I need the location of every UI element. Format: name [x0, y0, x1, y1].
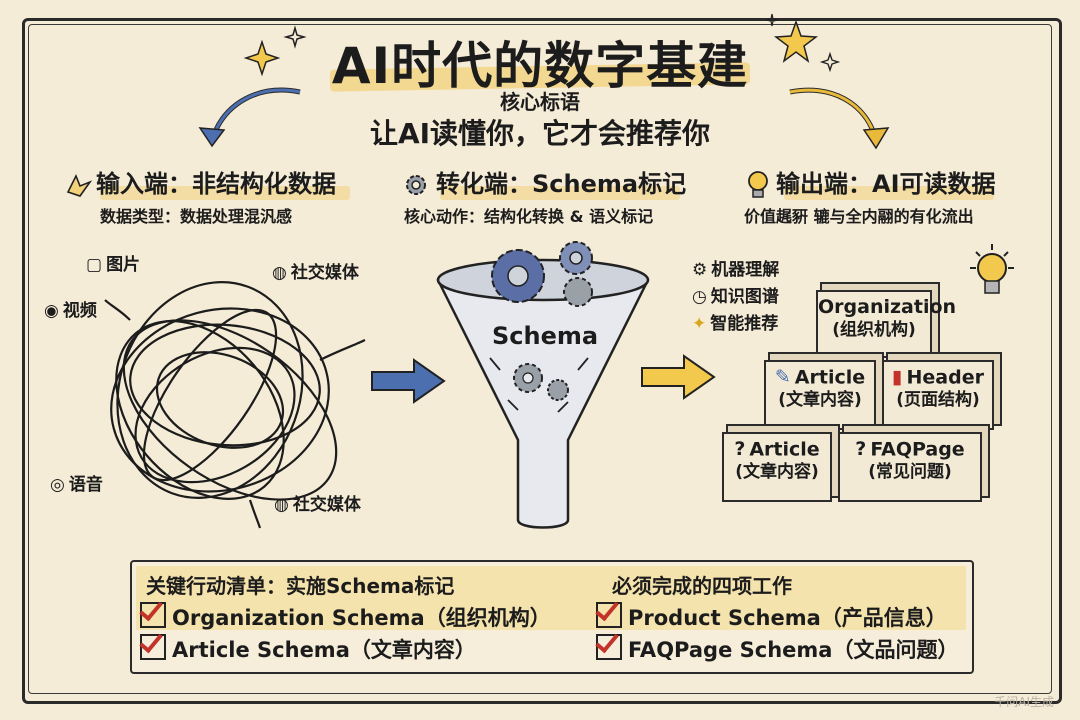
voice-icon: ◎ [50, 475, 65, 495]
slogan: 让AI读懂你，它才会推荐你 [369, 117, 711, 150]
label-video: ◉视频 [44, 301, 97, 321]
pencil-icon: ✎ [774, 366, 791, 388]
action-highlight [136, 566, 966, 630]
curved-arrow-left [198, 87, 301, 148]
clock-icon: ◷ [692, 287, 707, 307]
curved-arrow-right [789, 87, 890, 150]
data-scribble [104, 281, 366, 529]
label-recommend: ✦智能推荐 [692, 314, 779, 334]
image-icon: ▢ [86, 255, 103, 275]
action-item-4: FAQPage Schema（文品问题） [596, 634, 958, 664]
block-article-bottom: ?Article (文章内容) [722, 432, 832, 502]
lightbulb-icon [748, 171, 768, 198]
sparkle-icon [243, 25, 307, 77]
star-icon [765, 13, 841, 73]
funnel-label: Schema [492, 322, 599, 350]
block-organization: Organization(组织机构) [816, 290, 956, 358]
action-right-title: 必须完成的四项工作 [612, 574, 792, 598]
gear-icon [406, 175, 426, 195]
block-faqpage: ?FAQPage (常见问题) [838, 432, 982, 502]
label-social-bottom: ◍社交媒体 [274, 495, 361, 515]
block-article-top: ✎Article (文章内容) [764, 360, 876, 430]
lightbulb-icon [970, 244, 1014, 294]
gear-icon [491, 241, 593, 401]
checkbox-icon [596, 602, 622, 628]
transform-heading: 转化端：Schema标记 [400, 164, 686, 201]
book-icon: ▮ [892, 366, 903, 388]
question-icon: ? [855, 438, 867, 460]
action-item-2: Article Schema（文章内容） [140, 634, 476, 664]
outer-frame [22, 18, 1062, 704]
sparkle-icon [66, 174, 92, 197]
input-sub: 数据类型：数据处理混汎感 [100, 207, 293, 226]
output-heading: 输出端：AI可读数据 [744, 164, 996, 201]
question-icon: ? [734, 438, 746, 460]
social-icon: ◍ [274, 495, 289, 515]
action-left-title: 关键行动清单：实施Schema标记 [146, 574, 455, 598]
action-item-1: Organization Schema（组织机构） [140, 602, 551, 632]
block-header: ▮Header (页面结构) [882, 360, 994, 430]
watermark: 千问AI生成 [994, 695, 1054, 709]
output-sub: 价值趘豣 辘与全内翮的有化流出 [744, 207, 974, 226]
label-graph: ◷知识图谱 [692, 287, 779, 307]
input-heading: 输入端：非结构化数据 [62, 164, 336, 200]
label-voice: ◎语音 [50, 475, 103, 495]
robot-icon: ⚙ [692, 260, 708, 280]
arrow-to-funnel [371, 358, 446, 404]
schema-funnel [436, 241, 650, 529]
checkbox-icon [596, 634, 622, 660]
video-icon: ◉ [44, 301, 59, 321]
checkbox-icon [140, 634, 166, 660]
subtitle: 核心标语 [500, 90, 580, 114]
label-image: ▢图片 [86, 255, 141, 275]
transform-sub: 核心动作：结构化转换 & 语义标记 [404, 207, 654, 226]
label-social-top: ◍社交媒体 [272, 263, 359, 283]
action-item-3: Product Schema（产品信息） [596, 602, 947, 632]
arrow-to-output [641, 354, 716, 400]
page-title: AI时代的数字基建 [331, 37, 749, 95]
label-machine: ⚙机器理解 [692, 260, 780, 280]
social-icon: ◍ [272, 263, 287, 283]
inner-frame [28, 24, 1052, 694]
sparkle-icon: ✦ [692, 314, 707, 334]
checkbox-icon [140, 602, 166, 628]
